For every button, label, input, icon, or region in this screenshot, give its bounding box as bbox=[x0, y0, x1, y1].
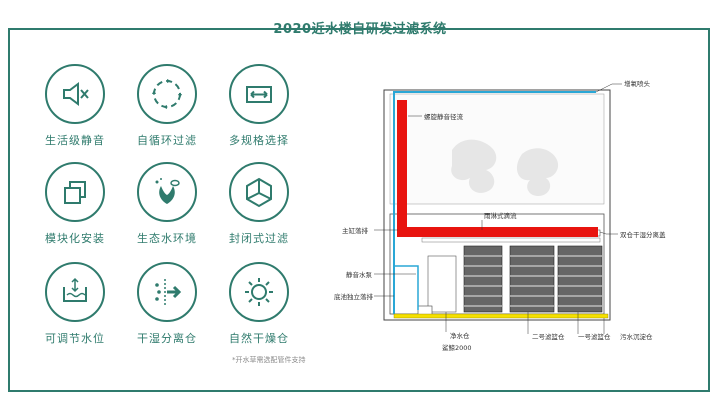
sun-icon bbox=[229, 262, 289, 322]
label-drain: 底池独立落排 bbox=[334, 292, 374, 301]
feature-label: 干湿分离仓 bbox=[137, 332, 197, 345]
label-main-pipe: 主缸落排 bbox=[342, 226, 369, 235]
water-level-icon bbox=[45, 262, 105, 322]
content-frame bbox=[8, 28, 710, 392]
feature-circulation: 自循环过滤 bbox=[124, 64, 210, 148]
feature-label: 自循环过滤 bbox=[137, 134, 197, 147]
label-pump2000: 鲨鲸2000 bbox=[442, 343, 472, 352]
base-yellow bbox=[393, 313, 609, 319]
circulation-icon bbox=[137, 64, 197, 124]
filtration-diagram: 增氧喷头 螺旋静音径流 雨淋式滴流 双仓干湿分离盖 主缸落排 静音水泵 底池独立… bbox=[334, 79, 666, 352]
silent-pipe-red bbox=[397, 100, 598, 237]
feature-water-level: 可调节水位 bbox=[32, 262, 118, 346]
feature-closed: 封闭式过滤 bbox=[216, 162, 302, 246]
label-pump: 静音水泵 bbox=[346, 270, 373, 279]
speaker-mute-icon bbox=[45, 64, 105, 124]
feature-ecology: 生态水环境 bbox=[124, 162, 210, 246]
feature-modular: 模块化安装 bbox=[32, 162, 118, 246]
module-icon bbox=[45, 162, 105, 222]
feature-sizes: 多规格选择 bbox=[216, 64, 302, 148]
feature-label: 生态水环境 bbox=[137, 232, 197, 245]
decor-dragon-left bbox=[451, 139, 497, 193]
fish-plant-icon bbox=[137, 162, 197, 222]
return-pipe-blue bbox=[393, 91, 596, 314]
filter-chambers bbox=[463, 245, 603, 313]
feature-label: 封闭式过滤 bbox=[229, 232, 289, 245]
tank-outline bbox=[383, 89, 611, 321]
feature-natural-dry: 自然干燥仓 bbox=[216, 262, 302, 346]
size-select-icon bbox=[229, 64, 289, 124]
label-oxygen-head: 增氧喷头 bbox=[624, 79, 651, 88]
label-clean-chamber: 净水仓 bbox=[450, 331, 470, 340]
label-silent-pipe: 螺旋静音径流 bbox=[424, 112, 464, 121]
feature-dry-wet: 干湿分离仓 bbox=[124, 262, 210, 346]
feature-label: 生活级静音 bbox=[45, 134, 105, 147]
decor-dragon-right bbox=[516, 148, 559, 196]
label-sewage: 污水沉淀仓 bbox=[620, 332, 653, 341]
feature-silent: 生活级静音 bbox=[32, 64, 118, 148]
cube-icon bbox=[229, 162, 289, 222]
label-chamber2: 二号滤篮仓 bbox=[532, 332, 565, 341]
label-chamber1: 一号滤篮仓 bbox=[578, 332, 611, 341]
display-tank bbox=[389, 93, 605, 205]
footnote: *开水草需选配管件支持 bbox=[232, 356, 306, 364]
dry-wet-icon bbox=[137, 262, 197, 322]
feature-label: 可调节水位 bbox=[45, 332, 105, 345]
feature-label: 自然干燥仓 bbox=[229, 332, 289, 345]
clean-chamber bbox=[427, 255, 457, 313]
label-rain-flow: 雨淋式滴流 bbox=[484, 211, 517, 220]
feature-label: 模块化安装 bbox=[45, 232, 105, 245]
label-dry-wet: 双仓干湿分离盖 bbox=[620, 230, 666, 239]
feature-label: 多规格选择 bbox=[229, 134, 289, 147]
